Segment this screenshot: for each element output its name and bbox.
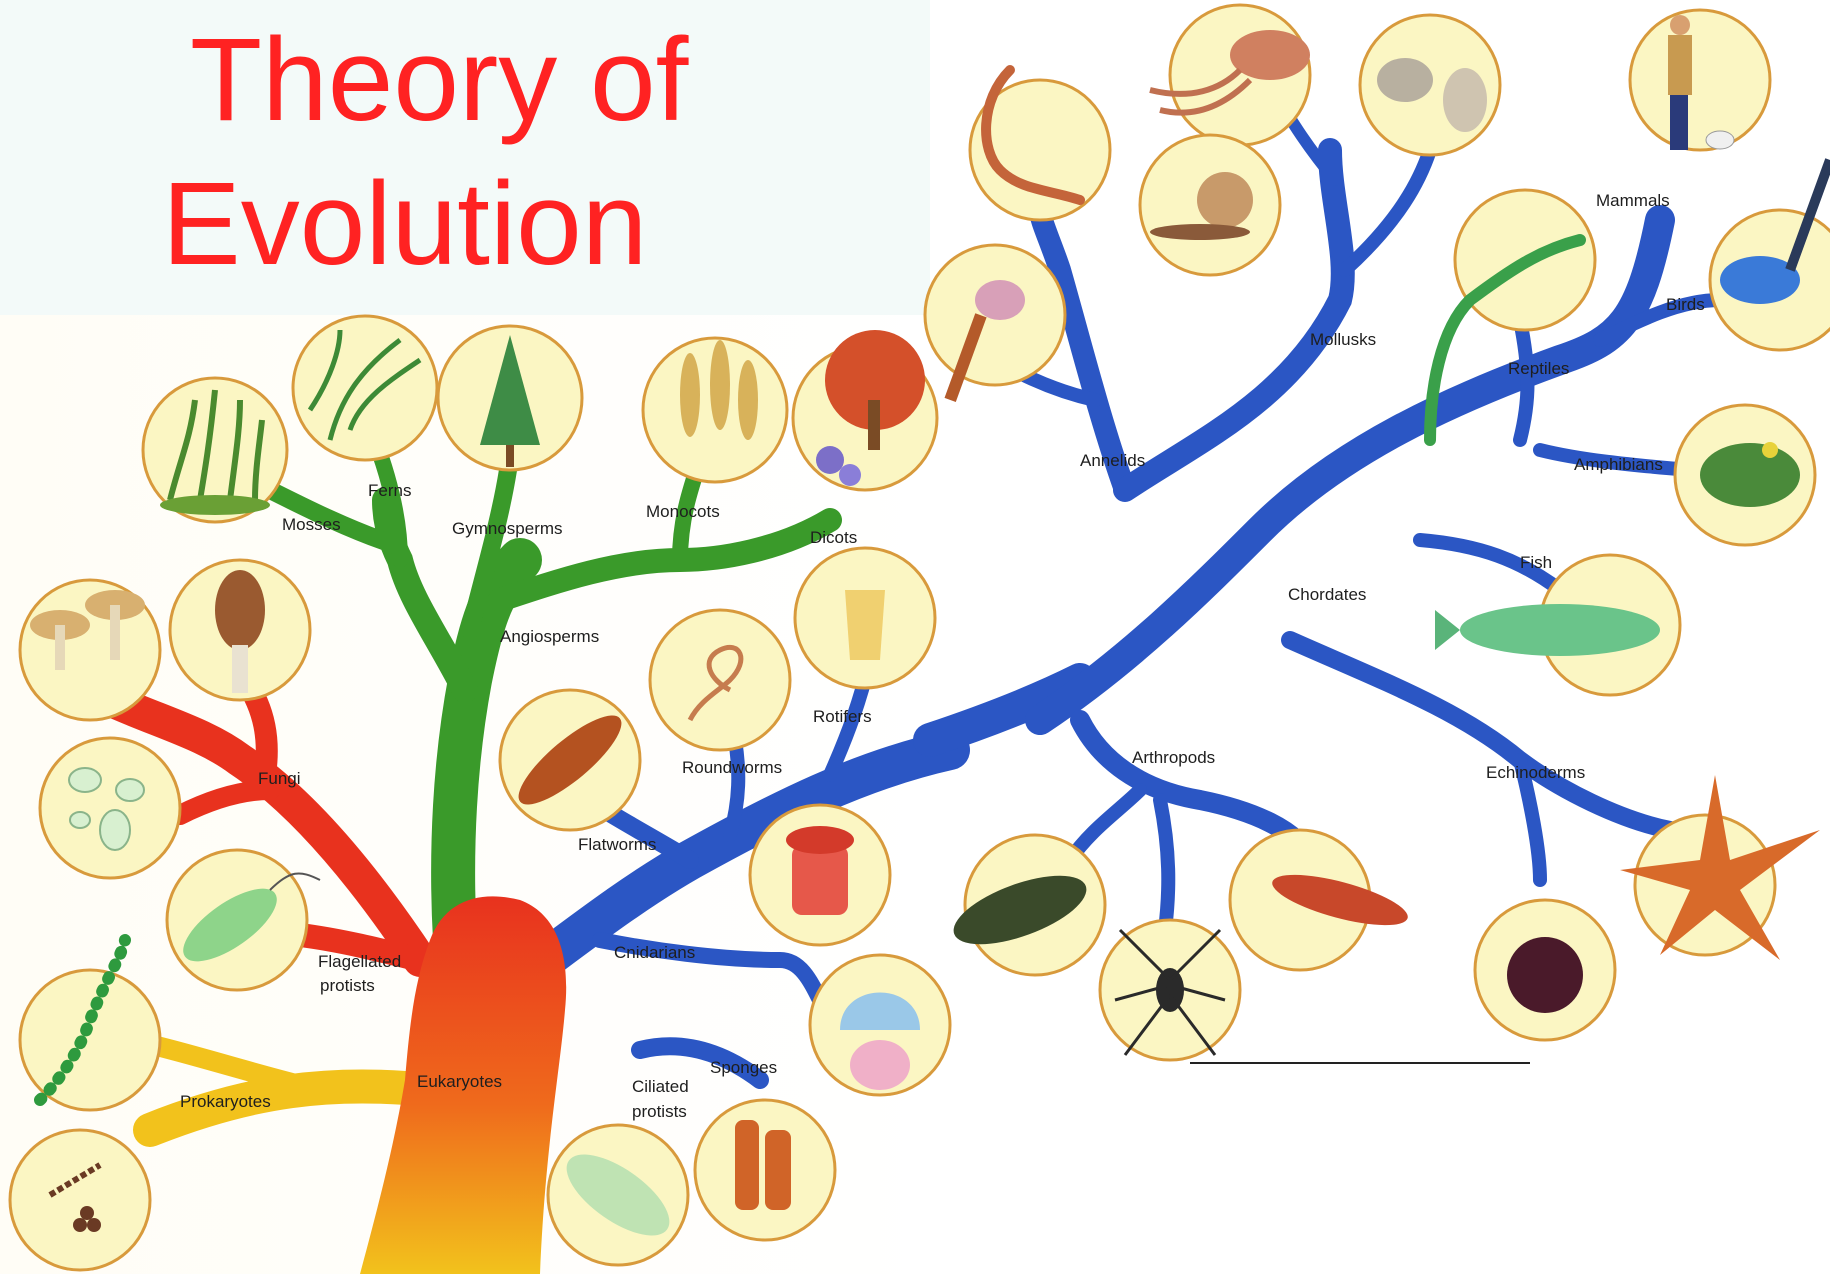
rotifers-circle bbox=[795, 548, 935, 688]
title-line-2: Evolution bbox=[162, 158, 647, 290]
label-reptiles: Reptiles bbox=[1508, 359, 1569, 378]
mammals-circle bbox=[1630, 10, 1770, 150]
cnidarians-circle bbox=[750, 805, 890, 945]
spider-circle bbox=[1100, 920, 1240, 1060]
sea-urchin-circle bbox=[1475, 900, 1615, 1040]
gymnosperms-circle bbox=[438, 326, 582, 470]
jellyfish-circle bbox=[810, 955, 950, 1095]
branch-roundworms bbox=[730, 740, 738, 835]
paramecium-circle bbox=[548, 1125, 688, 1265]
label-ciliated-2: protists bbox=[632, 1102, 687, 1121]
label-echinoderms: Echinoderms bbox=[1486, 763, 1585, 782]
label-eukaryotes: Eukaryotes bbox=[417, 1072, 502, 1091]
label-chordates: Chordates bbox=[1288, 585, 1366, 604]
roundworms-circle bbox=[650, 610, 790, 750]
label-cnidarians: Cnidarians bbox=[614, 943, 695, 962]
mushrooms-circle bbox=[20, 580, 160, 720]
label-roundworms: Roundworms bbox=[682, 758, 782, 777]
label-dicots: Dicots bbox=[810, 528, 857, 547]
label-sponges: Sponges bbox=[710, 1058, 777, 1077]
label-mollusks: Mollusks bbox=[1310, 330, 1376, 349]
flatworms-circle bbox=[500, 690, 640, 830]
label-prokaryotes: Prokaryotes bbox=[180, 1092, 271, 1111]
label-flagellated-2: protists bbox=[320, 976, 375, 995]
label-ferns: Ferns bbox=[368, 481, 411, 500]
label-flatworms: Flatworms bbox=[578, 835, 656, 854]
label-arthropods: Arthropods bbox=[1132, 748, 1215, 767]
label-fish: Fish bbox=[1520, 553, 1552, 572]
label-flagellated-1: Flagellated bbox=[318, 952, 401, 971]
label-birds: Birds bbox=[1666, 295, 1705, 314]
label-annelids: Annelids bbox=[1080, 451, 1145, 470]
label-mosses: Mosses bbox=[282, 515, 341, 534]
bacteria-circle bbox=[10, 1130, 150, 1270]
rotifer-icon bbox=[845, 590, 885, 660]
label-mammals: Mammals bbox=[1596, 191, 1670, 210]
monocots-circle bbox=[643, 338, 787, 482]
clam-circle bbox=[1360, 15, 1500, 155]
ferns-circle bbox=[293, 316, 437, 460]
label-fungi: Fungi bbox=[258, 769, 301, 788]
title-line-1: Theory of bbox=[190, 14, 689, 146]
label-angiosperms: Angiosperms bbox=[500, 627, 599, 646]
yeast-circle bbox=[40, 738, 180, 878]
snail-circle bbox=[1140, 135, 1280, 275]
morel-circle bbox=[170, 560, 310, 700]
label-rotifers: Rotifers bbox=[813, 707, 872, 726]
amphibians-circle bbox=[1675, 405, 1815, 545]
sponges-circle bbox=[695, 1100, 835, 1240]
sea-urchin-icon bbox=[1507, 937, 1583, 1013]
branch-arthropods-mid bbox=[1160, 800, 1168, 930]
mosses-circle bbox=[143, 378, 287, 522]
label-ciliated-1: Ciliated bbox=[632, 1077, 689, 1096]
label-gymnosperms: Gymnosperms bbox=[452, 519, 563, 538]
sea-anemone-icon bbox=[786, 826, 854, 915]
label-monocots: Monocots bbox=[646, 502, 720, 521]
label-amphibians: Amphibians bbox=[1574, 455, 1663, 474]
branch-reptiles bbox=[1520, 320, 1528, 440]
